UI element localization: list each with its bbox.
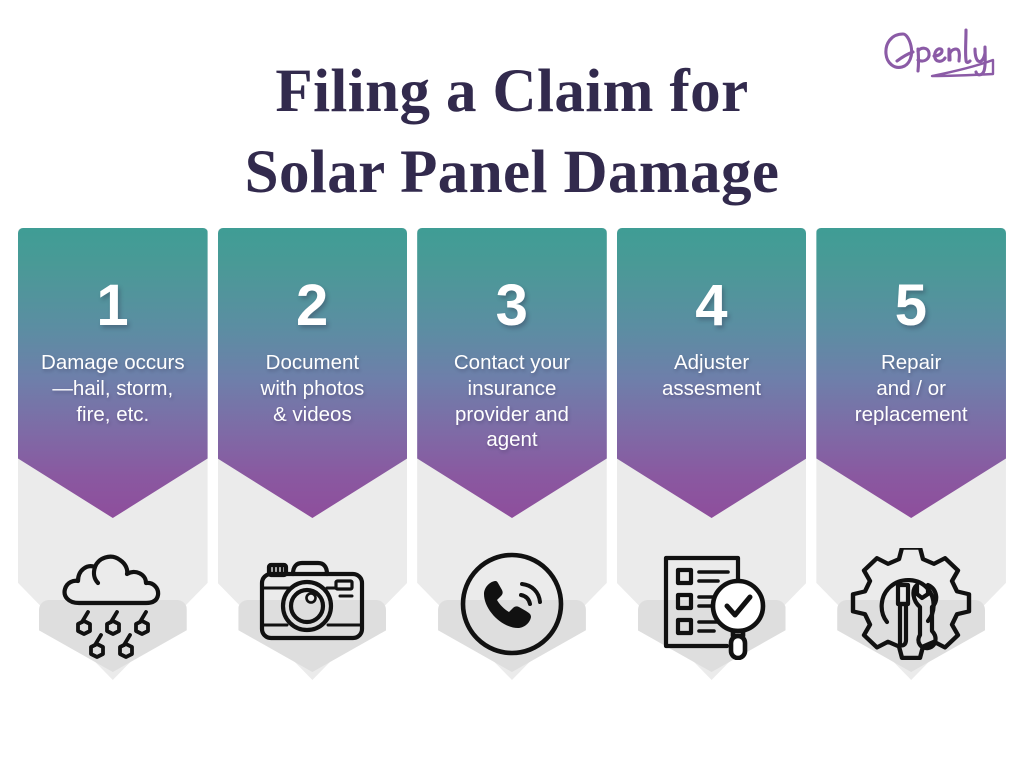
openly-script-wordmark-icon <box>884 28 995 78</box>
step-card-5[interactable]: 5 Repair and / or replacement <box>816 228 1006 708</box>
step-number: 2 <box>296 273 329 338</box>
step-label: Adjuster assesment <box>662 351 762 400</box>
camera-icon <box>248 548 376 660</box>
step-number: 1 <box>96 273 130 338</box>
hail-cloud-icon <box>49 548 177 660</box>
step-banner <box>217 228 408 518</box>
step-label: Repair and / or replacement <box>854 351 968 426</box>
step-banner <box>616 228 807 518</box>
step-number: 3 <box>495 273 529 338</box>
step-card-1[interactable]: 1 Damage occurs —hail, storm, fire, etc. <box>18 228 208 708</box>
clipboard-magnifier-check-icon <box>648 548 776 660</box>
step-banner <box>816 228 1006 518</box>
step-label: Contact your insurance provider and agen… <box>453 351 571 452</box>
openly-logo <box>880 18 1006 80</box>
step-number: 4 <box>695 273 728 338</box>
page-title: Filing a Claim for Solar Panel Damage <box>244 58 780 206</box>
step-number: 5 <box>894 273 928 338</box>
step-banner <box>18 228 208 518</box>
step-card-3[interactable]: 3 Contact your insurance provider and ag… <box>417 228 607 708</box>
step-label: Damage occurs —hail, storm, fire, etc. <box>41 351 185 426</box>
step-label: Document with photos & videos <box>260 351 365 426</box>
step-card-4[interactable]: 4 Adjuster assesment <box>616 228 807 708</box>
gear-tools-icon <box>847 548 975 660</box>
phone-call-icon <box>448 548 576 660</box>
step-banner <box>417 228 607 518</box>
steps-row: 1 Damage occurs —hail, storm, fire, etc. <box>18 228 1006 708</box>
step-card-2[interactable]: 2 Document with photos & videos <box>217 228 408 708</box>
